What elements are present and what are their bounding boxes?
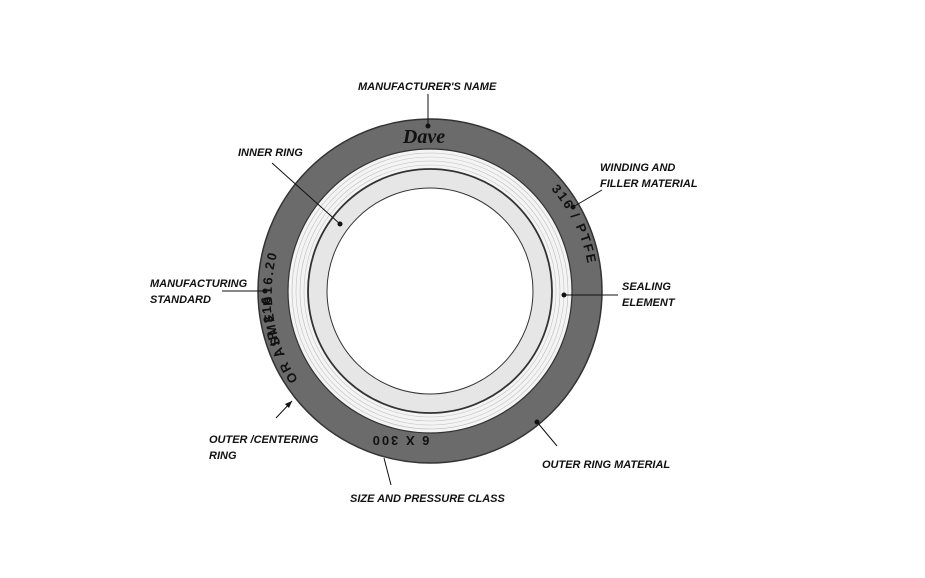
leader-dot-sealing: [561, 292, 567, 298]
label-winding-line1: WINDING AND: [600, 162, 675, 174]
label-sealing-line2: ELEMENT: [622, 297, 676, 309]
size-marking: 6 X 300: [371, 433, 430, 448]
label-outer-ring-material: OUTER RING MATERIAL: [542, 459, 670, 471]
leader-dot-inner-ring: [337, 221, 343, 227]
label-manufacturer-name: MANUFACTURER'S NAME: [358, 81, 497, 93]
leader-dot-winding: [570, 204, 576, 210]
leader-arrow-outer-centering: [285, 401, 292, 408]
leader-size-pressure: [383, 457, 392, 486]
leader-inner-ring: [271, 162, 341, 225]
label-winding-line2: FILLER MATERIAL: [600, 178, 698, 190]
leader-dot-outer-ring-material: [534, 419, 540, 425]
leader-outer-ring-material: [536, 421, 558, 447]
label-size-pressure: SIZE AND PRESSURE CLASS: [350, 493, 506, 505]
label-sealing-line1: SEALING: [622, 281, 671, 293]
label-inner-ring: INNER RING: [238, 147, 303, 159]
brand-marking: Dave: [402, 126, 445, 148]
label-manufacturing-line1: MANUFACTURING: [150, 278, 248, 290]
label-manufacturing-line2: STANDARD: [150, 294, 211, 306]
leader-dot-manufacturing: [262, 288, 268, 294]
leader-lines: [222, 94, 618, 486]
leader-winding: [572, 189, 603, 208]
label-outer-centering-line2: RING: [209, 450, 237, 462]
label-outer-centering-line1: OUTER /CENTERING: [209, 434, 319, 446]
winding-lines: [291, 152, 569, 430]
bore: [326, 187, 534, 395]
leader-dot-manufacturer: [425, 123, 431, 129]
